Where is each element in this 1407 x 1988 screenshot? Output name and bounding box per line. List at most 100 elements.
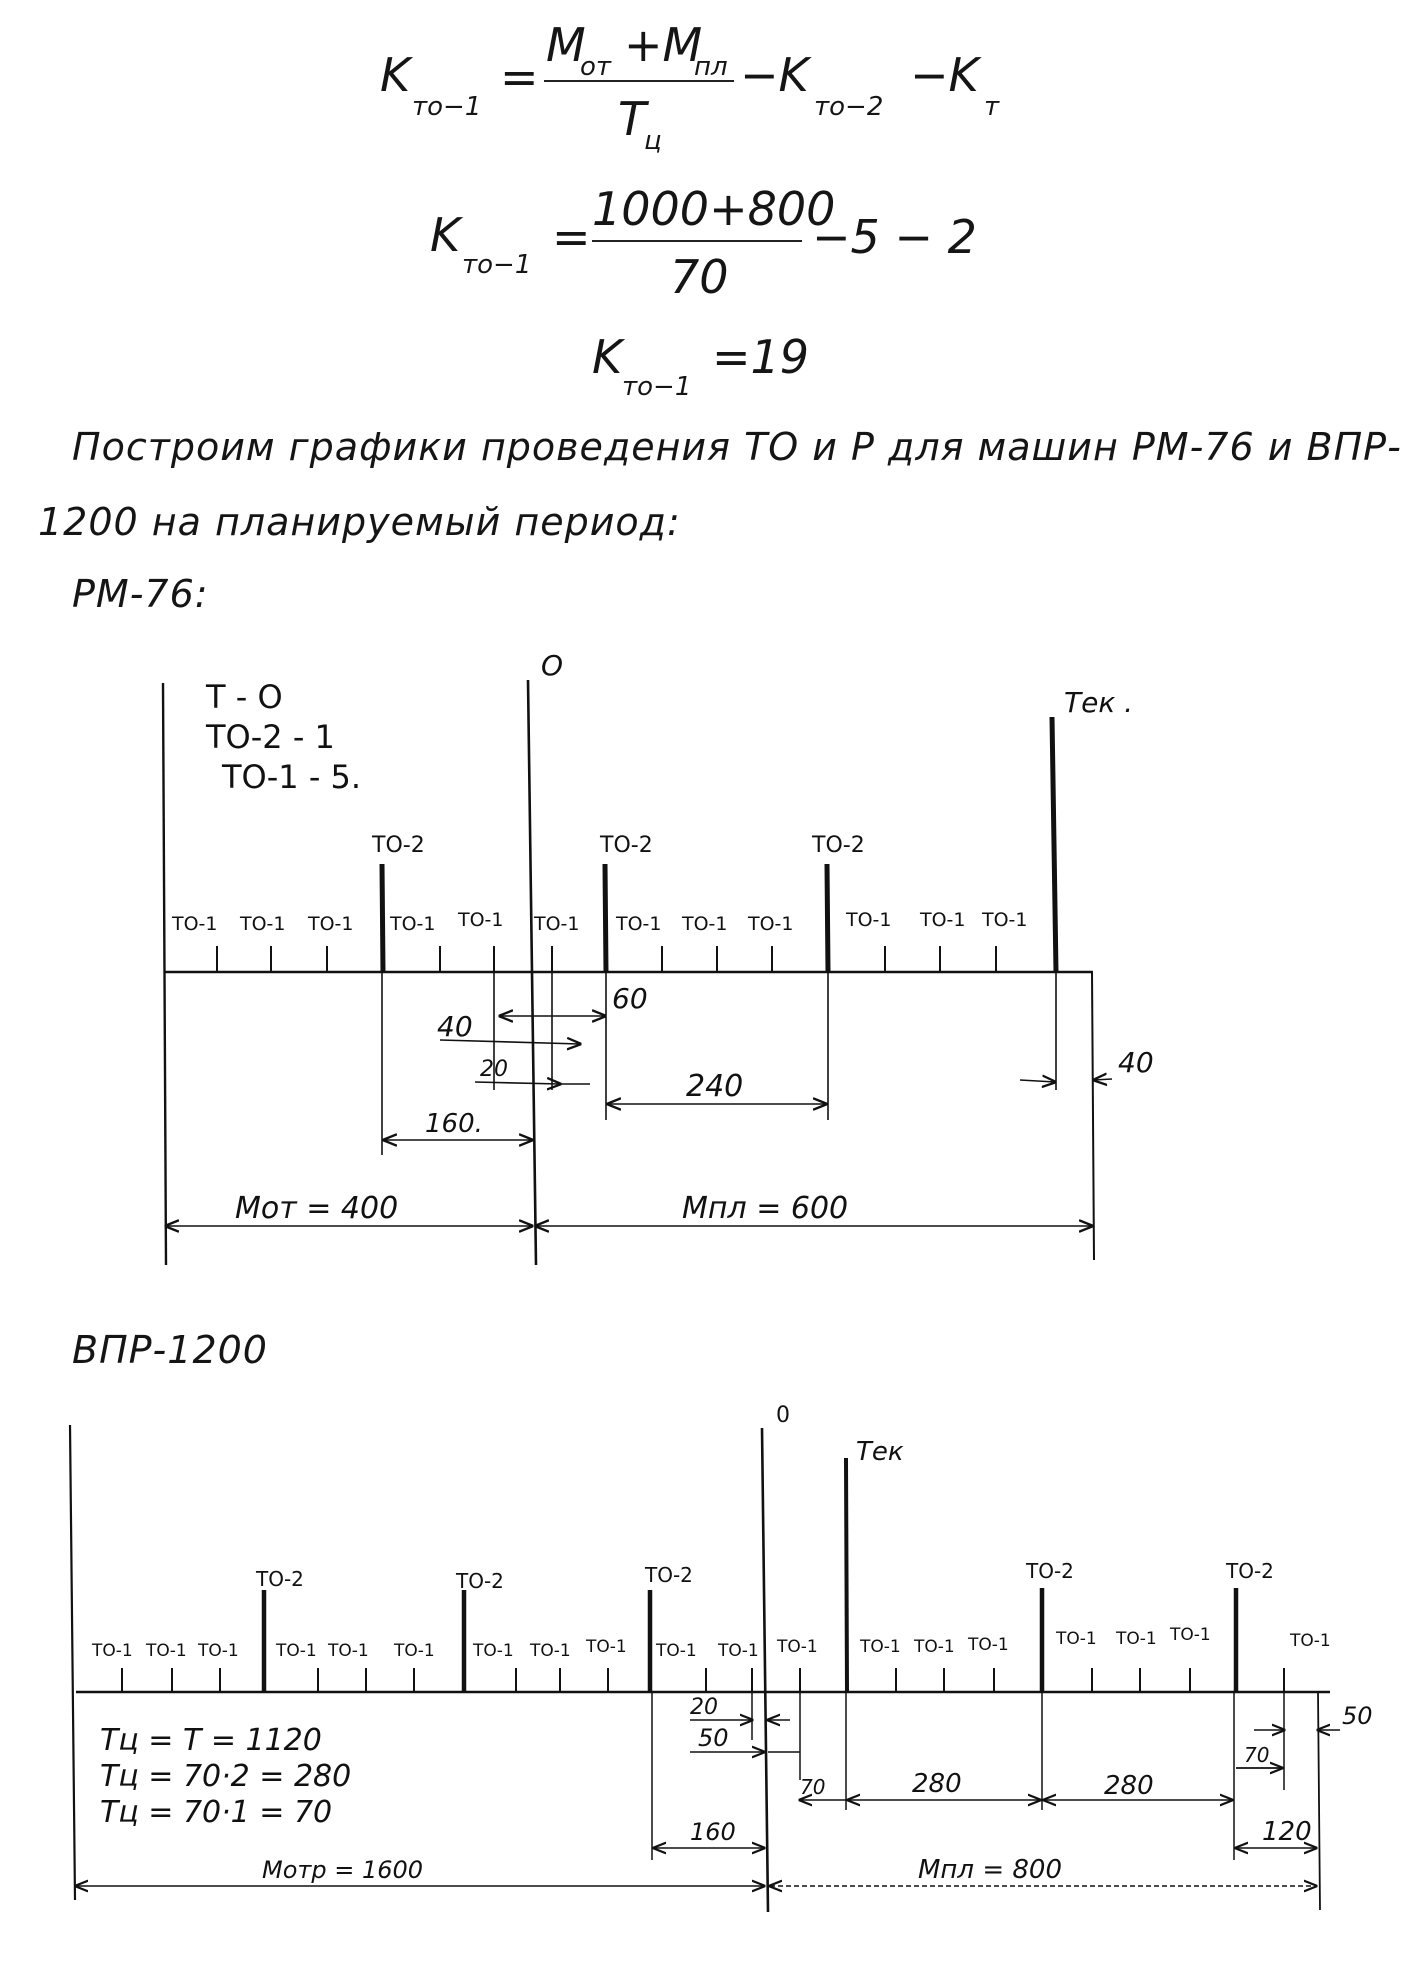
paragraph-line-1: Построим графики проведения ТО и Р для м… (72, 425, 1402, 469)
vpr-dim-70-right-label: 70 (1244, 1743, 1269, 1767)
vpr-dim-120-label: 120 (1262, 1817, 1312, 1847)
vpr-dim-50-right-label: 50 (1342, 1702, 1373, 1730)
vpr-to2-label-3: ТО-2 (644, 1563, 693, 1587)
rm76-dim-mpl-label: Мпл = 600 (682, 1191, 848, 1226)
rm76-dim-40-label: 40 (437, 1010, 473, 1043)
vpr-tek-label: Тек (856, 1437, 904, 1467)
rm76-dim-160-label: 160. (425, 1109, 483, 1139)
formula-1-tail1: −K (740, 48, 809, 102)
formula-1-tail2-sub: т (984, 92, 1000, 122)
rm76-to1-label-3: ТО-1 (307, 913, 354, 935)
formula-1-fraction-line (544, 80, 734, 82)
vpr-zero-label: 0 (776, 1403, 790, 1428)
vpr-to1-label-17: ТО-1 (1115, 1629, 1157, 1649)
formula-3-lhs: K (592, 330, 623, 384)
vpr-to2-label-4: ТО-2 (1025, 1559, 1074, 1583)
rm76-tek-label: Тек . (1064, 686, 1133, 719)
rm76-to2-label-2: ТО-2 (599, 833, 653, 858)
rm76-dim-20-label: 20 (480, 1057, 508, 1082)
vpr-to1-label-2: ТО-1 (145, 1641, 187, 1661)
formula-2-numerator: 1000+800 (592, 182, 836, 236)
vpr-to1-label-4: ТО-1 (275, 1641, 317, 1661)
vpr-to1-label-8: ТО-1 (529, 1641, 571, 1661)
vpr-note-3: Тц = 70·1 = 70 (100, 1795, 332, 1830)
rm76-to1-label-9: ТО-1 (747, 913, 794, 935)
rm76-legend-line-2: ТО-2 - 1 (205, 718, 335, 756)
rm76-to2-label-1: ТО-2 (371, 833, 425, 858)
vpr-to1-label-7: ТО-1 (472, 1641, 514, 1661)
vpr-to2-label-5: ТО-2 (1225, 1559, 1274, 1583)
formula-2-fraction-line (592, 240, 802, 242)
formula-1-lhs: K (380, 48, 411, 102)
vpr-to1-label-3: ТО-1 (197, 1641, 239, 1661)
rm76-zero-label: О (541, 649, 563, 682)
rm76-to2-mark-3 (824, 863, 831, 973)
vpr-to1-label-11: ТО-1 (717, 1641, 759, 1661)
rm76-to1-label-4: ТО-1 (389, 913, 436, 935)
vpr-to1-label-10: ТО-1 (655, 1641, 697, 1661)
rm76-to1-label-8: ТО-1 (681, 913, 728, 935)
rm76-dim-60-label: 60 (612, 982, 648, 1015)
rm76-to1-label-6: ТО-1 (533, 913, 580, 935)
rm76-dim-240-label: 240 (686, 1069, 743, 1104)
formula-1-tail2: −K (910, 48, 979, 102)
vpr-to1-label-16: ТО-1 (1055, 1629, 1097, 1649)
vpr-to1-label-13: ТО-1 (859, 1637, 901, 1657)
vpr-to2-label-1: ТО-2 (255, 1567, 304, 1591)
formula-1-num-sub1: от (580, 52, 612, 82)
vpr-to1-label-18: ТО-1 (1169, 1625, 1211, 1645)
vpr-dim-50-label: 50 (698, 1724, 729, 1752)
rm76-zero-line (526, 679, 538, 1266)
rm76-to1-label-1: ТО-1 (171, 913, 218, 935)
formula-1-den-sub: ц (644, 126, 662, 156)
vpr-to1-label-6: ТО-1 (393, 1641, 435, 1661)
rm76-to2-mark-2 (602, 863, 609, 973)
rm76-dim-mot-label: Мот = 400 (235, 1191, 398, 1226)
formula-2-lhs-sub: то−1 (462, 250, 532, 280)
rm76-to1-label-12: ТО-1 (981, 909, 1028, 931)
vpr-dim-70-label: 70 (800, 1775, 825, 1799)
vpr-to1-label-1: ТО-1 (91, 1641, 133, 1661)
vpr-dim-160-label: 160 (690, 1818, 736, 1846)
formula-1-num-plus: +M (624, 18, 703, 72)
vpr-dim-motr-label: Мотр = 1600 (262, 1856, 423, 1884)
rm76-to1-label-5: ТО-1 (457, 909, 504, 931)
formula-3-lhs-sub: то−1 (622, 372, 692, 402)
vpr-to1-label-12: ТО-1 (776, 1637, 818, 1657)
vpr-note-2: Тц = 70·2 = 280 (100, 1759, 351, 1794)
vpr-note-1: Тц = Т = 1120 (100, 1723, 322, 1758)
rm76-tek-line (1049, 716, 1059, 973)
rm76-legend-line-1: Т - О (205, 678, 283, 716)
formula-1-equals: = (500, 50, 539, 104)
vpr-dim-280-a-label: 280 (912, 1769, 962, 1799)
vpr-end-line (1317, 1691, 1321, 1911)
rm76-start-line (161, 682, 168, 1266)
vpr-to2-label-2: ТО-2 (455, 1569, 504, 1593)
formula-1-tail1-sub: то−2 (814, 92, 884, 122)
vpr-to1-label-19: ТО-1 (1289, 1631, 1331, 1651)
formula-1-den: T (618, 92, 647, 146)
rm76-legend-line-3: ТО-1 - 5. (221, 758, 361, 796)
vpr-zero-line (760, 1427, 770, 1913)
formula-2-denominator: 70 (670, 250, 729, 304)
vpr-to1-label-5: ТО-1 (327, 1641, 369, 1661)
rm76-dim-40-right-label: 40 (1118, 1046, 1154, 1079)
rm76-to1-label-7: ТО-1 (615, 913, 662, 935)
rm76-to2-mark-1 (379, 863, 386, 973)
vpr-to1-label-9: ТО-1 (585, 1637, 627, 1657)
formula-2-lhs: K (430, 208, 461, 262)
rm76-dim-40 (439, 1040, 580, 1044)
vpr-to1-label-15: ТО-1 (967, 1635, 1009, 1655)
diagram-2-heading: ВПР-1200 (72, 1328, 268, 1372)
formula-1-num-sub2: пл (694, 52, 728, 82)
rm76-to2-label-3: ТО-2 (811, 833, 865, 858)
vpr-start-line (68, 1424, 77, 1901)
vpr-dim-20-label: 20 (690, 1695, 718, 1720)
rm76-end-line (1091, 971, 1095, 1261)
formula-1-num-m: M (546, 18, 586, 72)
rm76-to1-label-10: ТО-1 (845, 909, 892, 931)
rm76-to1-label-11: ТО-1 (919, 909, 966, 931)
